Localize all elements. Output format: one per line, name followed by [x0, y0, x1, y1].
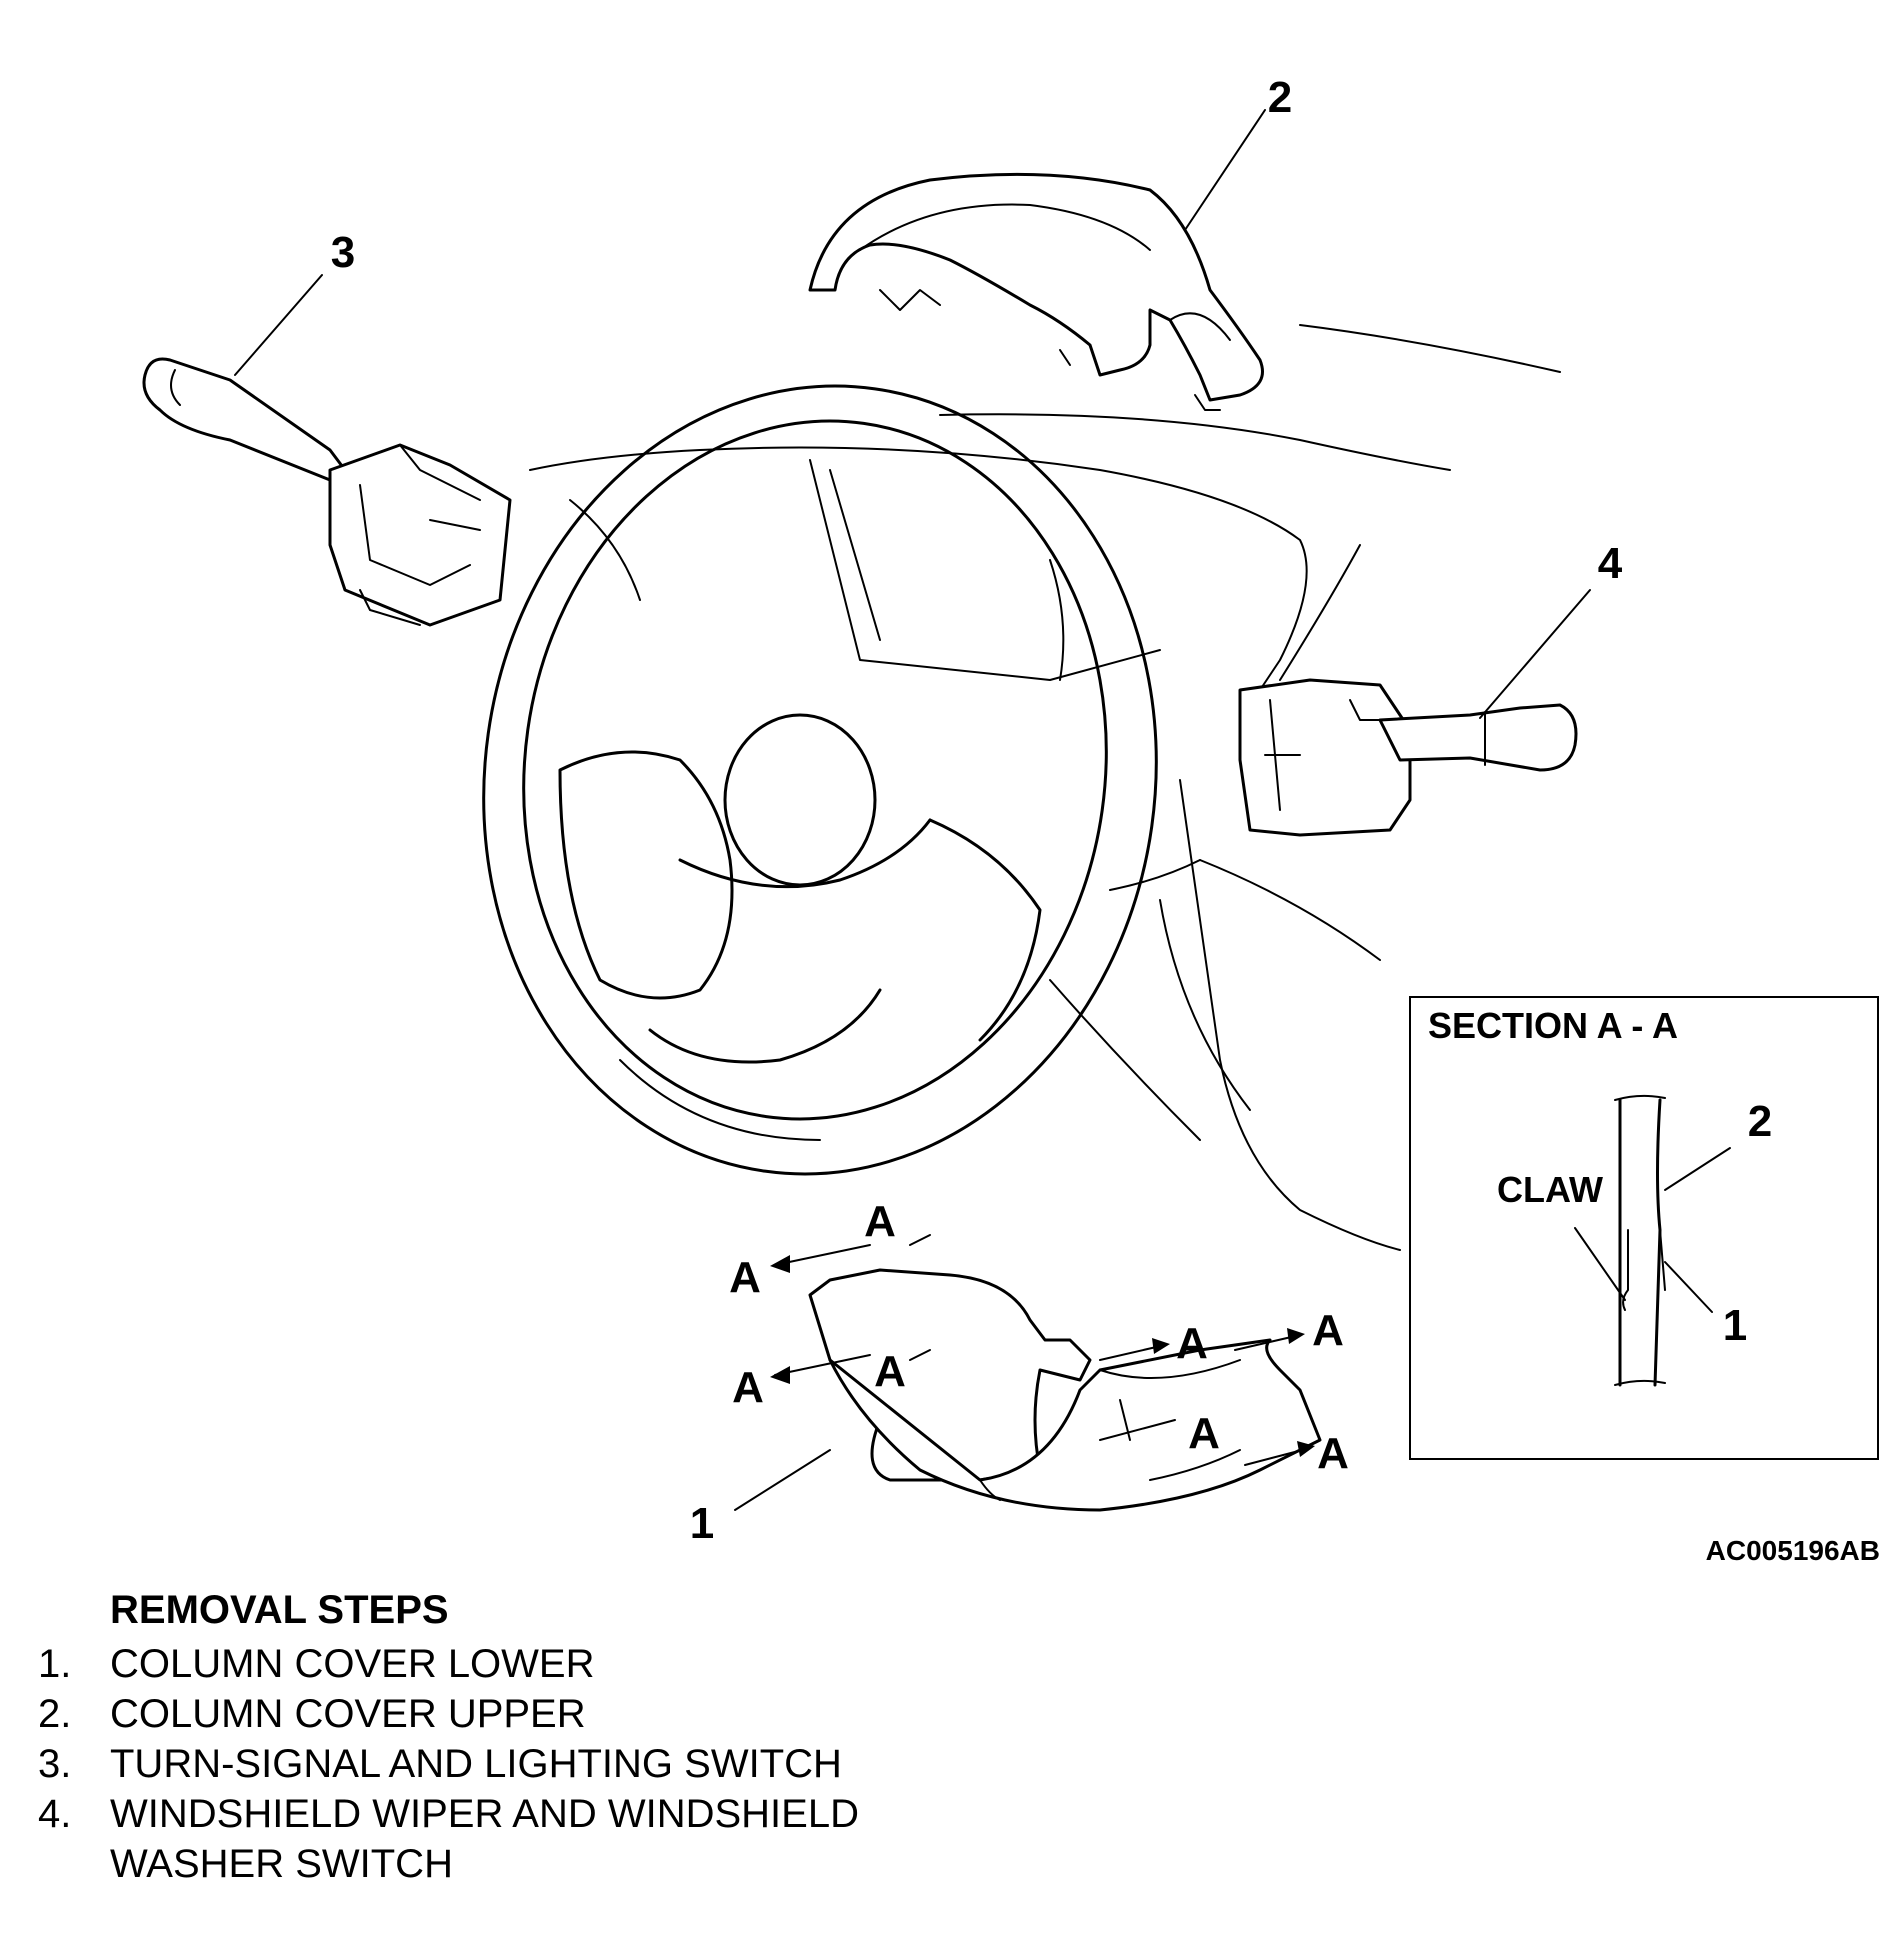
removal-steps-list: 1. COLUMN COVER LOWER 2. COLUMN COVER UP…	[38, 1639, 930, 1889]
section-a-marker: A	[1188, 1409, 1220, 1458]
section-title: SECTION A - A	[1428, 1005, 1678, 1046]
removal-steps-heading: REMOVAL STEPS	[110, 1588, 449, 1632]
section-a-a-inset	[1409, 996, 1879, 1460]
leader-2	[1184, 109, 1266, 231]
section-a-marker: A	[729, 1253, 761, 1302]
step-number: 4.	[38, 1792, 72, 1836]
list-item: 2. COLUMN COVER UPPER	[38, 1689, 930, 1739]
list-item: 4. WINDSHIELD WIPER AND WINDSHIELD WASHE…	[38, 1789, 930, 1889]
callout-3: 3	[331, 228, 355, 277]
step-text: COLUMN COVER UPPER	[110, 1692, 586, 1736]
leader-1	[734, 1449, 831, 1511]
steering-wheel	[482, 384, 1158, 1176]
step-number: 2.	[38, 1692, 72, 1736]
section-a-marker: A	[864, 1197, 896, 1246]
removal-steps: REMOVAL STEPS 1. COLUMN COVER LOWER 2. C…	[38, 1588, 930, 1889]
step-number: 3.	[38, 1742, 72, 1786]
list-item: 1. COLUMN COVER LOWER	[38, 1639, 930, 1689]
dashboard-outline	[529, 324, 1561, 1251]
section-a-marker: A	[732, 1363, 764, 1412]
column-cover-upper	[808, 172, 1264, 411]
section-a-marker: A	[1317, 1429, 1349, 1478]
section-a-marker: A	[1312, 1306, 1344, 1355]
step-text: TURN-SIGNAL AND LIGHTING SWITCH	[110, 1742, 842, 1786]
section-a-marker: A	[874, 1347, 906, 1396]
leader-4	[1479, 589, 1591, 719]
callout-4: 4	[1598, 539, 1623, 588]
step-text: COLUMN COVER LOWER	[110, 1642, 595, 1686]
leader-3	[234, 274, 323, 376]
section-a-arrows	[770, 1234, 1315, 1466]
step-number: 1.	[38, 1642, 72, 1686]
callout-2: 2	[1268, 73, 1292, 122]
section-callout-2: 2	[1748, 1097, 1772, 1146]
step-text: WINDSHIELD WIPER AND WINDSHIELD WASHER S…	[110, 1792, 859, 1886]
list-item: 3. TURN-SIGNAL AND LIGHTING SWITCH	[38, 1739, 930, 1789]
claw-label: CLAW	[1497, 1169, 1603, 1210]
section-callout-1: 1	[1723, 1301, 1747, 1350]
section-a-marker: A	[1176, 1319, 1208, 1368]
column-cover-lower	[808, 1268, 1322, 1512]
figure-code: AC005196AB	[1706, 1535, 1880, 1566]
callout-1: 1	[690, 1499, 714, 1548]
wiper-washer-switch	[1238, 678, 1578, 837]
turn-signal-lighting-switch	[142, 357, 512, 627]
